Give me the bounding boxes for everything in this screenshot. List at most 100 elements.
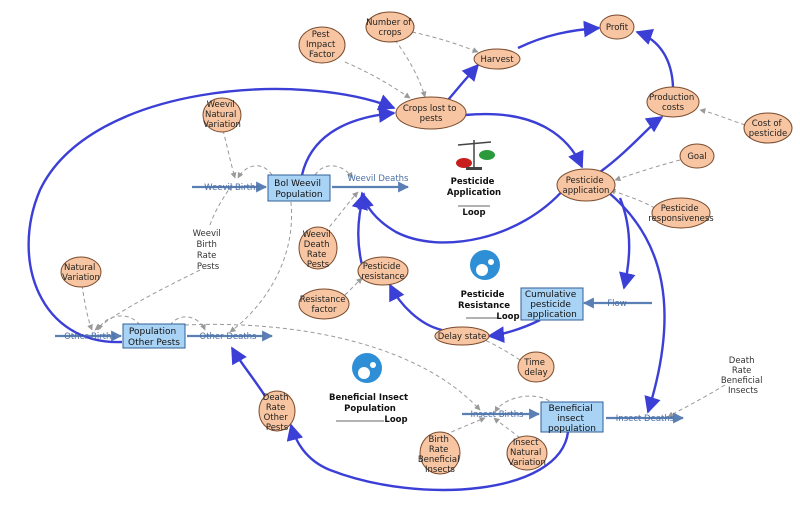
svg-text:Weevil Natural Var: Weevil Natural Variation [203,100,241,130]
aux-label-line: Harvest [480,55,514,65]
link-application-to-weevil-deaths [357,187,566,244]
link-application-to-production [599,116,664,173]
svg-text:Goal: Goal [687,152,706,162]
aux-weevil-death-rate-pests[interactable]: Weevil Death Rate Pests [298,226,338,270]
aux-node [599,14,635,40]
svg-text:Pest Impact Factor: Pest Impact Factor [306,30,338,60]
stock-label-line: population [548,424,596,434]
aux-node [651,197,711,229]
aux-node [298,26,346,64]
info-link-weevil-variation-to-births [222,129,237,179]
svg-text:Birth Rate Benefic: Birth Rate Beneficial Insects [418,435,462,475]
aux-label-line: Natural [64,263,95,273]
aux-resistance-factor[interactable]: Resistance factor [298,288,350,320]
svg-text:Delay state: Delay state [438,332,487,342]
info-link-birth-rate-beneficial-to-births [444,417,486,436]
aux-label-line: pests [420,114,443,124]
aux-node [743,112,793,144]
svg-text:Pesticide responsiveness: Pesticide responsiveness [648,204,714,224]
aux-production-costs[interactable]: Production costs [646,86,700,118]
aux-label-line: Delay state [438,332,487,342]
aux-delay-state[interactable]: Delay state [434,326,490,346]
aux-weevil-natural-variation[interactable]: Weevil Natural Variation [202,97,242,133]
stock-label-line: pesticide [530,300,571,310]
aux-label-line: Rate [429,445,449,455]
reinforcing-snowball-icon [352,353,382,383]
stock-population-other-pests[interactable]: Population Other Pests [122,323,186,349]
flow-label-flow: Flow [607,299,626,309]
aux-crops-lost-to-pests[interactable]: Crops lost to pests [395,96,467,130]
link-resistance-to-weevil-deaths [351,192,368,266]
stock-label-line: Population [129,327,176,337]
aux-node [556,168,616,202]
aux-node [365,11,415,43]
info-link-weevil-pop-to-other-deaths [229,194,292,333]
svg-text:Production costs: Production costs [649,93,697,113]
loop-suffix: Loop [384,415,407,425]
aux-cost-of-pesticide[interactable]: Cost of pesticide [743,112,793,144]
loop-beneficial-insect-population: Beneficial Insect Population Loop [329,353,408,425]
aux-label-line: Pesticide [566,176,604,186]
flow-label-insect-deaths: Insect Deaths [616,414,675,424]
aux-node [298,288,350,320]
aux-number-of-crops[interactable]: Number of crops [365,11,415,43]
label-death-rate-beneficial-insects: Death Rate Beneficial Insects [721,356,765,396]
aux-label-line: Resistance [300,295,346,305]
aux-label-line: resistance [361,272,405,282]
label-line: Rate [732,366,752,376]
link-delay-to-resistance [388,283,443,332]
label-line: Rate [197,251,217,261]
aux-node [202,97,242,133]
svg-text:Death Rate Other: Death Rate Other Pests [263,393,291,433]
aux-insect-natural-variation[interactable]: Insect Natural Variation [506,435,548,471]
label-line: Beneficial [721,376,763,386]
stock-box [267,174,331,202]
aux-label-line: delay [524,368,547,378]
aux-label-line: Insect [513,438,539,448]
stock-beneficial-insect-population[interactable]: Beneficial insect population [540,401,604,434]
aux-pesticide-resistance[interactable]: Pesticide resistance [357,256,409,286]
aux-label-line: Profit [606,23,629,33]
svg-text:Cumulative pesticide: Cumulative pesticide application [525,290,579,320]
aux-profit[interactable]: Profit [599,14,635,40]
aux-label-line: Weevil [303,230,331,240]
svg-text:Time delay: Time delay [523,358,548,378]
loop-title-line: Application [447,188,501,198]
aux-label-line: application [563,186,610,196]
aux-label-line: Pests [307,260,330,270]
loop-title-line: Population [344,404,396,414]
svg-text:Pesticide application: Pesticide application [563,176,610,196]
reinforcing-snowball-icon [470,250,500,280]
aux-goal[interactable]: Goal [679,143,715,169]
aux-time-delay[interactable]: Time delay [517,351,555,383]
aux-pesticide-application[interactable]: Pesticide application [556,168,616,202]
label-line: Pests [197,262,220,272]
loop-title-line: Pesticide [461,290,505,300]
aux-death-rate-other-pests[interactable]: Death Rate Other Pests [258,390,296,433]
aux-node [258,390,296,432]
aux-label-line: Impact [306,40,336,50]
aux-birth-rate-beneficial-insects[interactable]: Birth Rate Beneficial Insects [418,431,462,475]
stock-cumulative-pesticide-application[interactable]: Cumulative pesticide application [520,287,584,321]
svg-text:Profit: Profit [606,23,629,33]
info-link-cost-to-production [699,108,746,126]
stock-bol-weevil-population[interactable]: Bol Weevil Population [267,174,331,202]
info-link-death-rate-beneficial-to-insect-deaths [667,384,726,418]
aux-pest-impact-factor[interactable]: Pest Impact Factor [298,26,346,64]
link-other-pests-to-crops [27,87,396,344]
aux-label-line: costs [662,103,685,113]
aux-label-line: Insects [425,465,456,475]
aux-label-line: Crops lost to [403,104,457,114]
aux-harvest[interactable]: Harvest [473,48,521,70]
info-link-other-pests-to-other-births [97,315,141,331]
aux-natural-variation[interactable]: Natural Variation [60,256,102,288]
aux-label-line: Production [649,93,694,103]
svg-text:Number of crops: Number of crops [366,18,414,38]
aux-label-line: Pesticide [363,262,401,272]
info-link-other-pests-to-other-deaths [169,316,206,331]
causal-links [27,20,675,492]
info-link-goal-to-application [614,159,681,182]
aux-pesticide-responsiveness[interactable]: Pesticide responsiveness [648,197,714,229]
loop-pesticide-application: Pesticide Application Loop [447,140,501,218]
info-link-weevil-pop-to-weevil-births [237,165,273,179]
